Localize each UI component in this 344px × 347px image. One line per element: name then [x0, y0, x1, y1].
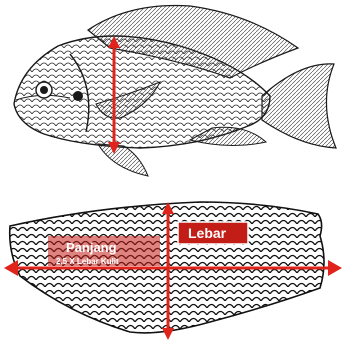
whole-fish-svg [0, 0, 344, 180]
whole-fish-panel [0, 0, 344, 180]
pelvic-fin [98, 144, 148, 176]
fillet-panel: Panjang 2,5 X Lebar Kulit Lebar [0, 196, 344, 342]
gill-spot [73, 91, 83, 101]
fillet-svg: Panjang 2,5 X Lebar Kulit Lebar [0, 196, 344, 342]
lebar-label: Lebar [188, 225, 227, 241]
panjang-note: 2,5 X Lebar Kulit [56, 257, 119, 266]
panjang-label: Panjang [66, 240, 117, 255]
tail-fin [262, 64, 336, 148]
tilapia-fish-illustration [14, 6, 336, 177]
